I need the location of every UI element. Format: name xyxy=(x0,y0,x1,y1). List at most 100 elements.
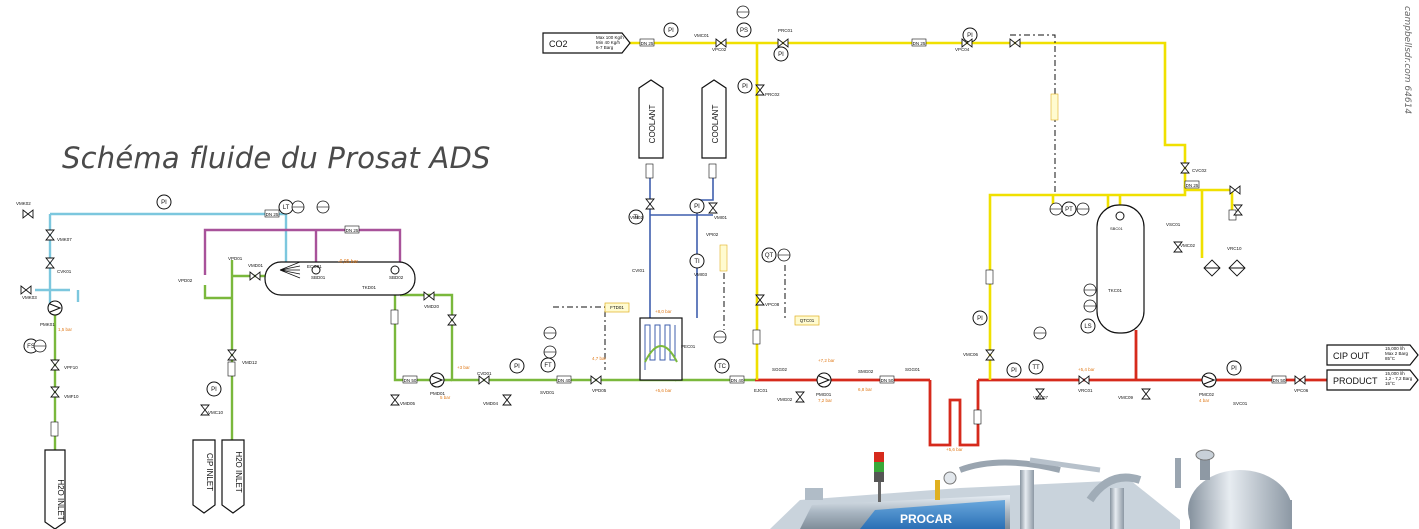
valve-vertical xyxy=(795,391,805,403)
reading-pmk: 1,5 bar xyxy=(58,327,73,332)
valve-horizontal xyxy=(590,375,602,385)
tag-vmd20: VMD20 xyxy=(424,304,440,309)
tag-vmi03: VMI03 xyxy=(694,272,708,277)
h2o-inlet-mid: H2O INLET xyxy=(221,439,245,514)
tag-pmc02: PMC02 xyxy=(1199,392,1215,397)
tag-vmd12: VMD12 xyxy=(242,360,258,365)
coolant-lines xyxy=(649,165,714,318)
tag-labels: VMK02 VMK07 CVK01 VMK03 PMK01 VPF10 VMF1… xyxy=(16,28,1309,415)
tag-vpd01: VPD01 xyxy=(228,256,243,261)
product-spec2: 1,2 - 7,2 Barg xyxy=(1385,376,1413,381)
filter-icon xyxy=(1228,259,1246,277)
instrument-pi-label: PI xyxy=(514,364,520,370)
pipe-size-water-3: DN 40 xyxy=(731,378,744,383)
valve-vertical xyxy=(645,198,655,210)
cip-water-lines xyxy=(35,212,288,305)
instrument-pi-label: PI xyxy=(742,84,748,90)
valves xyxy=(20,38,1306,416)
instrument-pi xyxy=(206,381,222,397)
sbc-tag: SBC01 xyxy=(1110,226,1123,231)
co2-spec2: Min 40 Kg/h xyxy=(596,40,621,45)
coolant-inlet-1: COOLANT xyxy=(638,79,664,159)
controller-boxes: FTD01 QTC01 xyxy=(604,302,820,326)
reading-pmc: 4 bar xyxy=(1199,398,1210,403)
pipe-size-co2-3: DN 25 xyxy=(1186,183,1199,188)
reading-gas: 4,7 bar xyxy=(592,356,607,361)
valve-vertical xyxy=(200,404,210,416)
instrument-tc xyxy=(714,358,730,374)
instrument-ps-label: PS xyxy=(740,28,748,34)
tag-vmd04: VMD04 xyxy=(483,401,499,406)
tag-vmk02: VMK02 xyxy=(16,201,31,206)
valve-vertical xyxy=(1035,388,1045,400)
photo-brand: PROCAR xyxy=(900,512,952,526)
tag-vmd05: VMD05 xyxy=(400,401,416,406)
instrument-qt xyxy=(761,247,777,263)
tag-vmi01: VMI01 xyxy=(714,215,728,220)
page-title: Schéma fluide du Prosat ADS xyxy=(62,141,491,175)
instrument-pi-label: PI xyxy=(1011,368,1017,374)
valve-horizontal xyxy=(777,38,789,48)
deaerator-pressure: -0,95 bar xyxy=(338,259,358,265)
cip-out-spec1: 15,000 l/h xyxy=(1385,346,1405,351)
valve-vertical xyxy=(755,294,765,306)
valve-horizontal xyxy=(961,38,973,48)
valve-horizontal xyxy=(478,375,490,385)
tag-vpc08: VPC08 xyxy=(765,302,780,307)
tag-vpi02: VPI02 xyxy=(706,232,719,237)
cip-inlet: CIP INLET xyxy=(192,439,216,514)
tag-vmg02: VMG02 xyxy=(777,397,793,402)
valve-vertical xyxy=(390,394,400,406)
co2-spec1: Max 100 Kg/h xyxy=(596,35,624,40)
pipe-size-product-in: DN 50 xyxy=(1273,378,1286,383)
valve-horizontal xyxy=(1229,185,1241,195)
tag-prc02: PRC02 xyxy=(765,92,780,97)
plate-heat-exchanger xyxy=(639,317,683,381)
reading-pmg: 7,2 bar xyxy=(818,398,833,403)
vent-lines xyxy=(203,228,402,275)
tag-vmd01: VMD01 xyxy=(248,263,264,268)
valve-vertical xyxy=(502,394,512,406)
tag-cvk01: CVK01 xyxy=(57,269,72,274)
pipe-size-water-2: DN 40 xyxy=(558,378,571,383)
tag-vrc01: VRC01 xyxy=(1078,388,1093,393)
tag-vmc01: VMC01 xyxy=(694,33,710,38)
valve-horizontal xyxy=(249,271,261,281)
instrument-pi-label: PI xyxy=(211,387,217,393)
tag-vpc04: VPC04 xyxy=(955,47,970,52)
instrument-ti xyxy=(689,253,705,269)
tag-cvd01: CVD01 xyxy=(477,371,492,376)
instrument-ti xyxy=(628,209,644,225)
instrument-pi-label: PI xyxy=(668,28,674,34)
reading-pmg-out: +7,2 bar xyxy=(818,358,835,363)
product-spec3: 15°C xyxy=(1385,381,1396,386)
h2o-inlet-mid-label: H2O INLET xyxy=(234,451,243,492)
product-spec1: 15,000 l/h xyxy=(1385,371,1405,376)
pipe-size-vent: DN 25 xyxy=(346,228,359,233)
reading-small: +3 bar xyxy=(457,365,470,370)
tag-sgg01: SGG01 xyxy=(905,367,921,372)
tag-sbd02: SBD02 xyxy=(389,275,404,280)
instrument-ft-label: FT xyxy=(544,363,552,369)
coolant-2-label: COOLANT xyxy=(711,105,720,144)
filter-icon xyxy=(1203,259,1221,277)
tag-vmi02: VMI02 xyxy=(630,215,644,220)
co2-spec3: 6-7 Barg xyxy=(596,45,614,50)
tag-svd01: SVD01 xyxy=(540,390,555,395)
pumps xyxy=(47,300,1217,388)
tag-vmc10: VMC10 xyxy=(208,410,224,415)
instrument-ls-label: LS xyxy=(1084,324,1091,330)
valve-vertical xyxy=(755,84,765,96)
tag-smg02: SMG02 xyxy=(858,369,874,374)
instrument-ti-label: TI xyxy=(694,259,700,265)
coolant-1-label: COOLANT xyxy=(648,105,657,144)
deaerator-tag: TKD01 xyxy=(362,285,377,290)
cip-inlet-label: CIP INLET xyxy=(205,453,214,491)
carbonator-tank: TKC01 SBC01 xyxy=(1096,204,1145,334)
tag-vpd05: VPD05 xyxy=(592,388,607,393)
valve-vertical xyxy=(1233,204,1243,216)
valve-vertical xyxy=(50,386,60,398)
pump-pmk01 xyxy=(47,300,63,316)
ctrl-qtc: QTC01 xyxy=(800,318,815,323)
